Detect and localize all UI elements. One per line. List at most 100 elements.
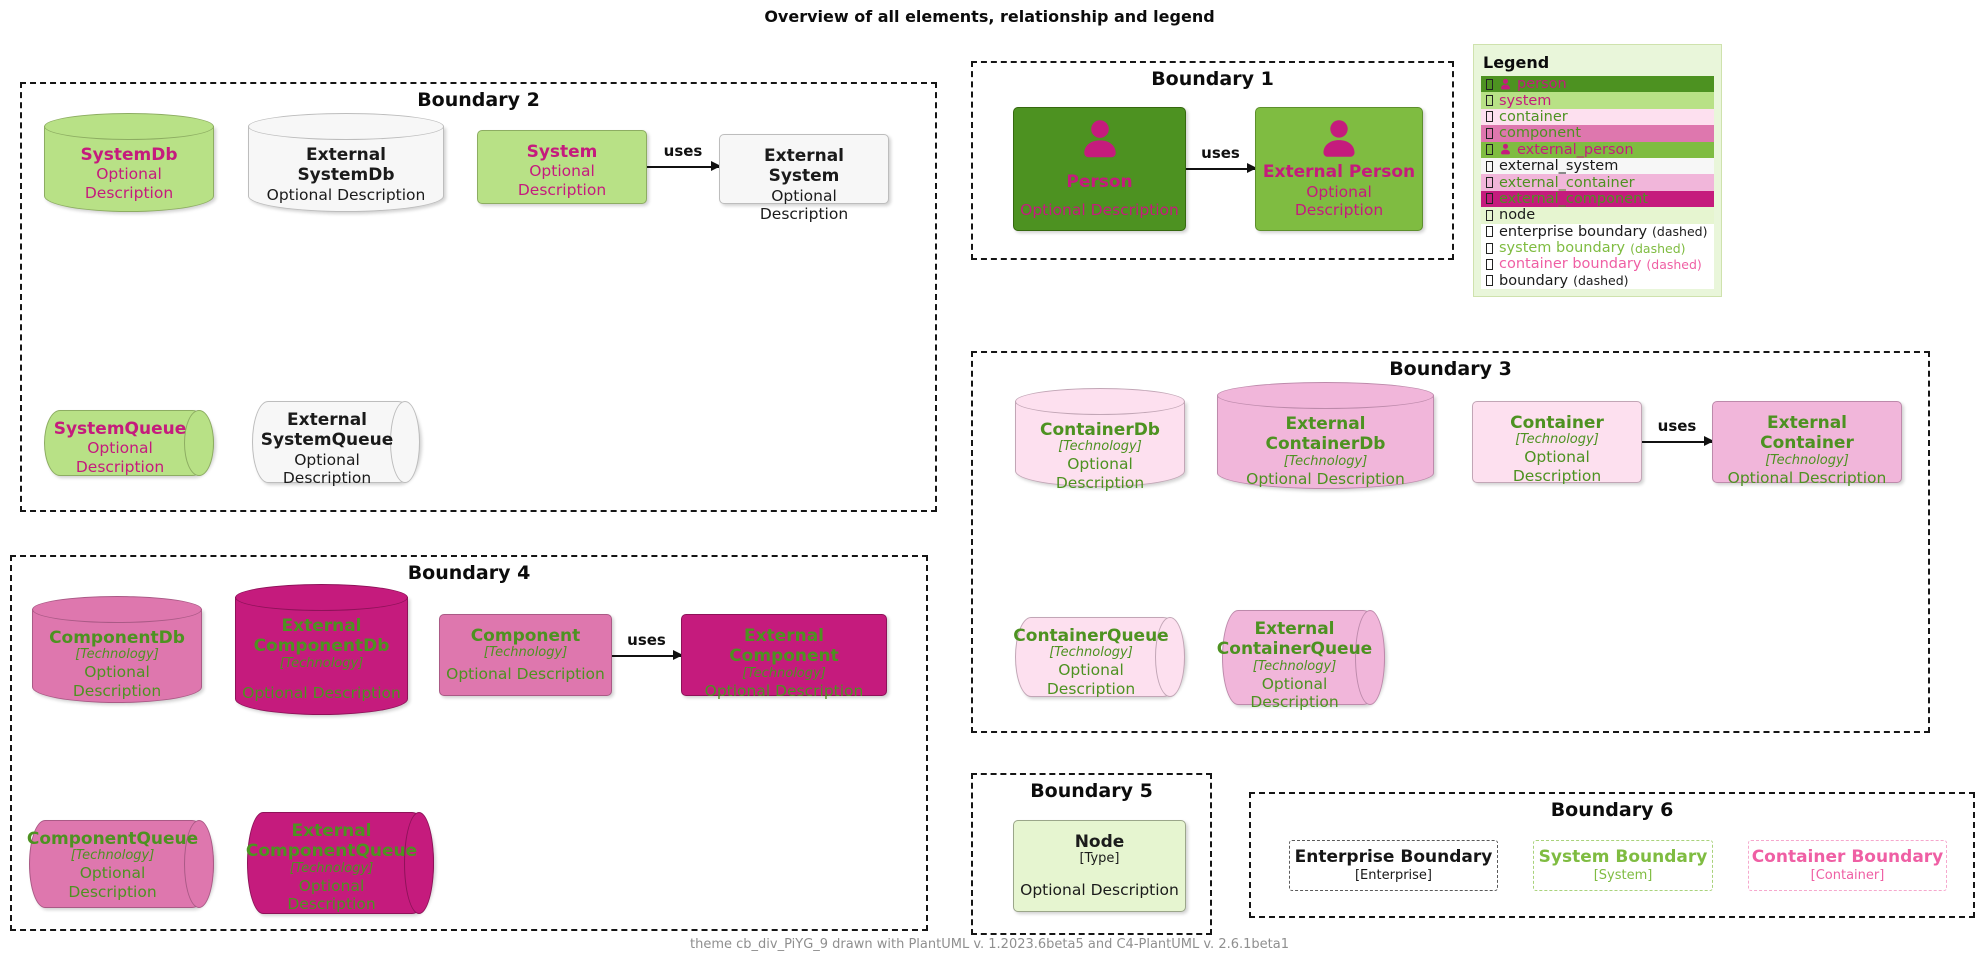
boundary-1-label: Boundary 1 — [1151, 68, 1274, 90]
boundary-5: Boundary 5 — [971, 773, 1212, 935]
person-box: Person Optional Description — [1013, 107, 1186, 231]
legend-item-external-container: external_container — [1481, 174, 1714, 191]
container-description: Optional Description — [1512, 448, 1602, 485]
uses-arrow-component-label: uses — [627, 631, 666, 649]
tofu-glyph-icon — [1486, 226, 1493, 238]
external-systemqueue-description: Optional Description — [282, 450, 372, 488]
legend-item-external-component: external_component — [1481, 190, 1714, 208]
tofu-glyph-icon — [1486, 111, 1493, 123]
uses-arrow-person-label: uses — [1201, 144, 1240, 162]
boundary-3-label: Boundary 3 — [1389, 358, 1512, 380]
componentdb-technology: [Technology] — [75, 647, 159, 663]
component-box: Component [Technology] Optional Descript… — [439, 614, 612, 696]
external-containerqueue-description: Optional Description — [1250, 674, 1339, 712]
external-system-title: External System — [763, 146, 845, 187]
external-systemdb-description: Optional Description — [266, 185, 426, 204]
componentqueue-title: ComponentQueue — [26, 829, 199, 849]
external-componentdb-title: External ComponentDb — [253, 616, 390, 657]
boundary-1: Boundary 1 — [971, 61, 1454, 260]
person-icon — [1083, 120, 1116, 158]
external-component-box: External Component [Technology] Optional… — [681, 614, 887, 700]
containerdb-technology: [Technology] — [1058, 439, 1142, 455]
boundary-2-label: Boundary 2 — [417, 89, 540, 111]
boundary-3: Boundary 3 — [971, 351, 1930, 733]
tofu-glyph-icon — [1486, 177, 1493, 189]
external-containerqueue-title: External ContainerQueue — [1216, 619, 1373, 660]
external-containerqueue-technology: [Technology] — [1252, 658, 1337, 674]
legend-item-external-person: external_person — [1481, 141, 1714, 158]
container-technology: [Technology] — [1515, 432, 1599, 448]
container-boundary-box: Container Boundary [Container] — [1748, 840, 1947, 891]
external-componentqueue-technology: [Technology] — [289, 860, 374, 876]
tofu-glyph-icon — [1486, 242, 1493, 254]
external-component-title: External Component — [729, 626, 839, 667]
legend-item-label: system — [1499, 92, 1552, 109]
legend-item-suffix: (dashed) — [1646, 256, 1702, 272]
external-systemdb-database: External SystemDb Optional Description — [247, 113, 445, 212]
componentdb-description: Optional Description — [72, 663, 162, 700]
systemqueue-title: SystemQueue — [53, 419, 187, 439]
legend-item-label: external_system — [1499, 158, 1619, 175]
legend-item-person: person — [1481, 76, 1714, 93]
containerqueue-title: ContainerQueue — [1013, 626, 1169, 646]
uses-arrow-container: uses — [1642, 417, 1714, 446]
external-system-description: Optional Description — [759, 186, 849, 224]
external-containerdb-database: External ContainerDb [Technology] Option… — [1216, 382, 1435, 489]
tofu-glyph-icon — [1486, 258, 1493, 270]
legend-item-suffix: (dashed) — [1630, 240, 1686, 256]
external-person-description: Optional Description — [1294, 182, 1384, 220]
external-person-icon — [1323, 120, 1355, 157]
tofu-glyph-icon — [1486, 127, 1493, 139]
external-componentdb-description: Optional Description — [242, 684, 401, 703]
enterprise-boundary-box: Enterprise Boundary [Enterprise] — [1289, 840, 1498, 891]
legend-item-label: external_container — [1499, 174, 1635, 191]
tofu-glyph-icon — [1486, 193, 1493, 205]
containerdb-database: ContainerDb [Technology] Optional Descri… — [1014, 388, 1186, 492]
external-componentqueue-queue: External ComponentQueue [Technology] Opt… — [246, 811, 435, 915]
legend-item-system: system — [1481, 92, 1714, 109]
external-componentdb-database: External ComponentDb [Technology] Option… — [234, 584, 409, 715]
componentdb-title: ComponentDb — [49, 628, 185, 648]
external-container-technology: [Technology] — [1765, 452, 1849, 468]
legend-item-label: container — [1499, 108, 1568, 125]
boundary-5-label: Boundary 5 — [1030, 780, 1153, 802]
containerdb-description: Optional Description — [1055, 455, 1145, 492]
node-box: Node [Type] Optional Description — [1013, 820, 1186, 912]
external-containerdb-description: Optional Description — [1246, 469, 1405, 488]
componentdb-database: ComponentDb [Technology] Optional Descri… — [31, 596, 203, 703]
external-componentdb-technology: [Technology] — [279, 655, 364, 671]
legend-item-external-system: external_system — [1481, 157, 1714, 175]
person-title: Person — [1066, 172, 1133, 192]
legend-item-label: component — [1499, 125, 1582, 142]
boundary-6: Boundary 6 — [1249, 792, 1975, 918]
external-component-description: Optional Description — [704, 681, 864, 700]
legend-item-suffix: (dashed) — [1573, 273, 1629, 289]
legend-person-icon — [1501, 144, 1510, 155]
boundary-4: Boundary 4 — [10, 555, 928, 931]
uses-arrow-system: uses — [647, 142, 721, 171]
external-systemdb-title: External SystemDb — [297, 145, 395, 186]
external-system-box: External System Optional Description — [719, 134, 889, 223]
system-boundary-type: [System] — [1593, 867, 1653, 883]
external-systemqueue-queue: External SystemQueue Optional Descriptio… — [252, 400, 421, 487]
legend-item-container: container — [1481, 108, 1714, 126]
boundary-2: Boundary 2 — [20, 82, 937, 512]
componentqueue-queue: ComponentQueue [Technology] Optional Des… — [26, 819, 215, 909]
container-boundary-type: [Container] — [1810, 867, 1885, 883]
container-title: Container — [1510, 413, 1604, 433]
legend-item-label: external_person — [1517, 141, 1634, 158]
legend-title: Legend — [1483, 53, 1550, 72]
enterprise-boundary-title: Enterprise Boundary — [1294, 847, 1493, 868]
tofu-glyph-icon — [1486, 160, 1493, 172]
legend-person-icon — [1501, 78, 1510, 90]
external-containerdb-technology: [Technology] — [1283, 453, 1368, 469]
external-container-title: External Container — [1760, 413, 1854, 454]
external-container-box: External Container [Technology] Optional… — [1712, 401, 1902, 487]
uses-arrow-system-label: uses — [663, 142, 703, 160]
tofu-glyph-icon — [1486, 209, 1493, 221]
legend-item-label: system boundary — [1499, 240, 1626, 257]
boundary-6-label: Boundary 6 — [1550, 799, 1674, 821]
external-person-title: External Person — [1262, 162, 1416, 183]
container-box: Container [Technology] Optional Descript… — [1472, 401, 1642, 485]
